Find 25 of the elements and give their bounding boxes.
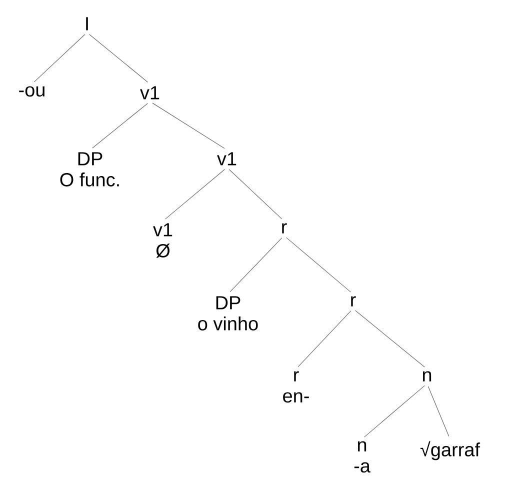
tree-label: v1 <box>140 86 160 100</box>
branch-line <box>152 102 225 149</box>
tree-label: n -a <box>354 441 370 473</box>
branch-line <box>298 310 352 368</box>
tree-label: -ou <box>19 86 44 97</box>
tree-label: DP O func. <box>60 152 119 186</box>
tree-label: r <box>351 296 356 306</box>
tree-label: v1 Ø <box>153 223 172 258</box>
branch-line <box>428 386 450 437</box>
tree-label: v1 <box>217 152 236 166</box>
tree-label: r en- <box>283 371 309 403</box>
branch-line <box>89 34 148 82</box>
branch-line <box>165 169 225 220</box>
branch-line <box>228 169 282 220</box>
tree-label: DP o vinho <box>198 296 258 330</box>
tree-label: n <box>422 371 432 382</box>
branch-line <box>364 385 426 438</box>
tree-label: I <box>86 17 88 30</box>
tree-label: √garraf <box>420 441 480 460</box>
branch-line <box>355 310 425 368</box>
branch-line <box>230 237 282 292</box>
branch-line <box>286 237 352 292</box>
tree-label: r <box>282 223 287 234</box>
branch-line <box>92 103 148 148</box>
branch-line <box>34 34 86 82</box>
